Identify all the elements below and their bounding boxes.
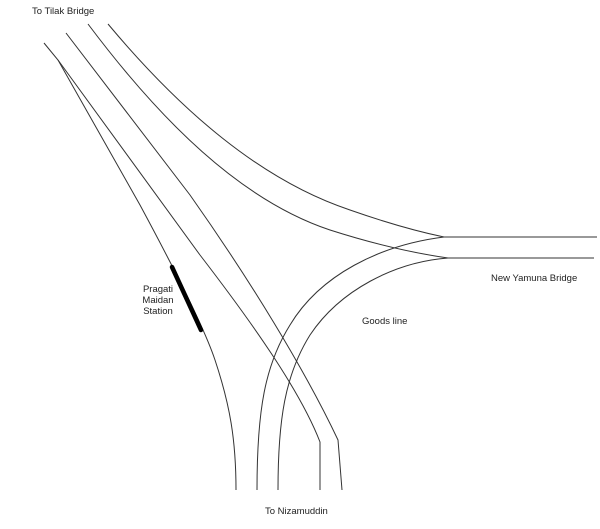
label-goods-line: Goods line [362, 316, 408, 327]
label-to-nizamuddin: To Nizamuddin [265, 506, 328, 517]
station-platform [169, 264, 204, 333]
label-station-line1: Pragati [142, 284, 174, 295]
label-station-line2: Maidan [142, 295, 174, 306]
label-pragati-maidan-station: Pragati Maidan Station [138, 284, 178, 317]
label-to-tilak-bridge: To Tilak Bridge [32, 6, 95, 17]
track-curve-upper [107, 23, 597, 238]
label-new-yamuna-bridge: New Yamuna Bridge [491, 273, 578, 284]
track-through-line-1 [57, 59, 321, 490]
label-station-line3: Station [143, 306, 173, 317]
track-goods-line-outer [256, 236, 445, 491]
track-through-line-2 [65, 32, 343, 491]
track-station-line [43, 42, 237, 491]
track-curve-lower [87, 23, 594, 259]
track-goods-line-inner [277, 257, 449, 491]
